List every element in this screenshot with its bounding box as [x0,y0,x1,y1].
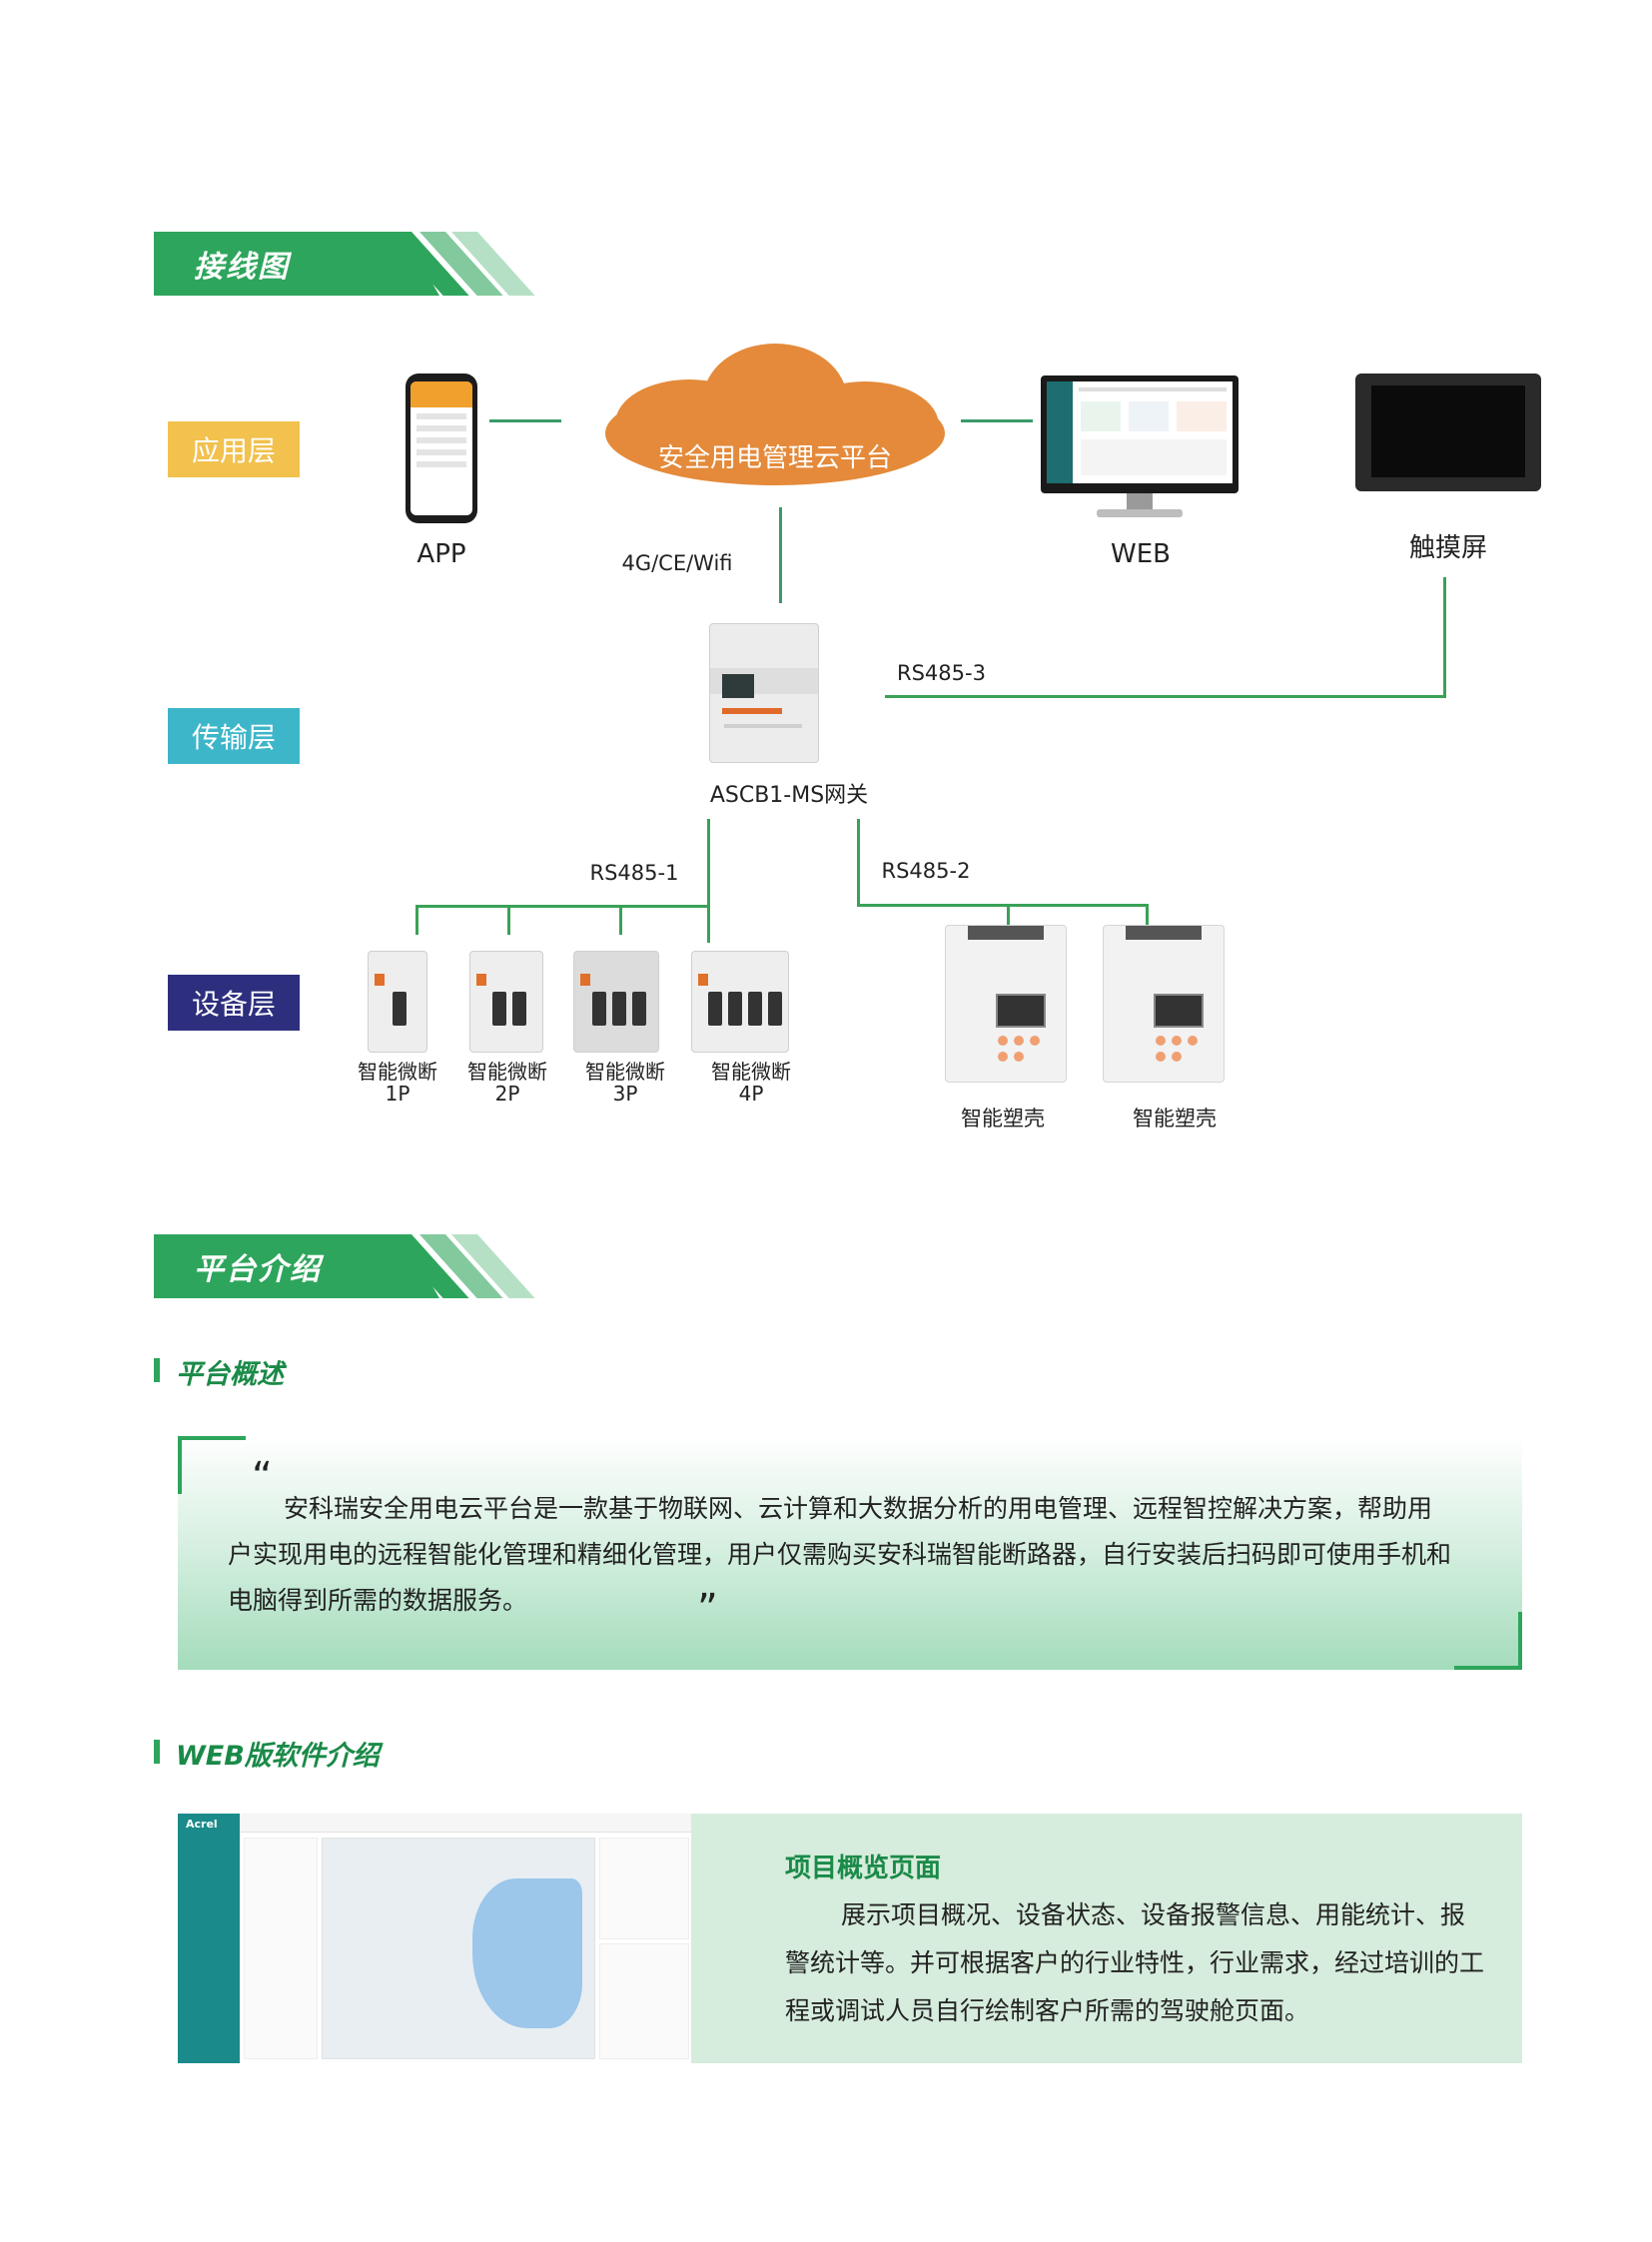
connector-drop-3p [619,905,622,935]
connector-drop-4p [707,905,710,943]
section-title: 接线图 [194,250,290,285]
connector-drop-2p [507,905,510,935]
open-quote: “ [252,1454,273,1500]
app-label: APP [416,539,466,569]
gateway-label: ASCB1-MS网关 [709,783,869,808]
overview-heading: 平台概述 [154,1352,284,1391]
section-title: 平台介绍 [194,1252,322,1287]
rs485-3-label: RS485-3 [897,661,986,685]
section-banner-platform: 平台介绍 [154,1234,535,1298]
connector-cloud-gateway [779,507,782,603]
layer-label-device: 设备层 [168,975,300,1031]
connector-rs485-1-trunk [707,819,710,923]
mcb-3p [573,951,659,1053]
connector-rs485-3-horizontal [885,695,1446,698]
layer-label-transport: 传输层 [168,708,300,764]
web-screenshot: Acrel [178,1814,691,2063]
web-intro-panel: Acrel 项目概览页面 展示项目概况、设备状态、设备报警信息、用能统计、报警统… [178,1814,1522,2063]
connector-drop-mccb-1 [1007,904,1010,926]
connector-rs485-1-bus [415,905,709,908]
overview-box: “ 安科瑞安全用电云平台是一款基于物联网、云计算和大数据分析的用电管理、远程智控… [178,1436,1522,1670]
touch-screen-device [1355,374,1541,491]
link-label-4g: 4G/CE/Wifi [621,551,733,575]
mccb-2 [1103,925,1225,1083]
web-card-text: 展示项目概况、设备状态、设备报警信息、用能统计、报警统计等。并可根据客户的行业特… [785,1900,1485,2025]
monitor-neck [1127,493,1153,511]
rs485-2-label: RS485-2 [881,859,971,883]
web-card-title: 项目概览页面 [785,1854,942,1883]
connector-app-cloud [489,419,561,422]
layer-label-application: 应用层 [168,421,300,477]
mcb-1p [368,951,427,1053]
close-quote: ” [697,1586,718,1632]
cloud-label: 安全用电管理云平台 [657,443,892,473]
connector-rs485-2-bus [857,904,1149,907]
rs485-1-label: RS485-1 [589,861,679,885]
monitor-stand [1097,509,1183,517]
mccb-label-2: 智能塑壳 [1133,1107,1217,1130]
mccb-1 [945,925,1067,1083]
overview-text: 安科瑞安全用电云平台是一款基于物联网、云计算和大数据分析的用电管理、远程智控解决… [228,1494,1452,1615]
mcb-2p [469,951,543,1053]
mcb-4p [691,951,789,1053]
connector-rs485-2-trunk [857,819,860,907]
mccb-label-1: 智能塑壳 [961,1107,1045,1130]
section-banner-wiring: 接线图 [154,232,535,296]
cloud-shape [605,344,945,485]
connector-rs485-3-vertical [1443,577,1446,698]
connector-cloud-web [961,419,1033,422]
connector-drop-mccb-2 [1146,904,1149,926]
gateway-device [709,623,819,763]
screenshot-logo: Acrel [186,1818,218,1831]
touch-label: 触摸屏 [1408,533,1487,563]
web-intro-heading: WEB版软件介绍 [154,1734,380,1773]
connector-drop-1p [415,905,418,935]
web-label: WEB [1111,539,1171,569]
phone-device [406,374,477,523]
web-monitor [1041,375,1239,493]
